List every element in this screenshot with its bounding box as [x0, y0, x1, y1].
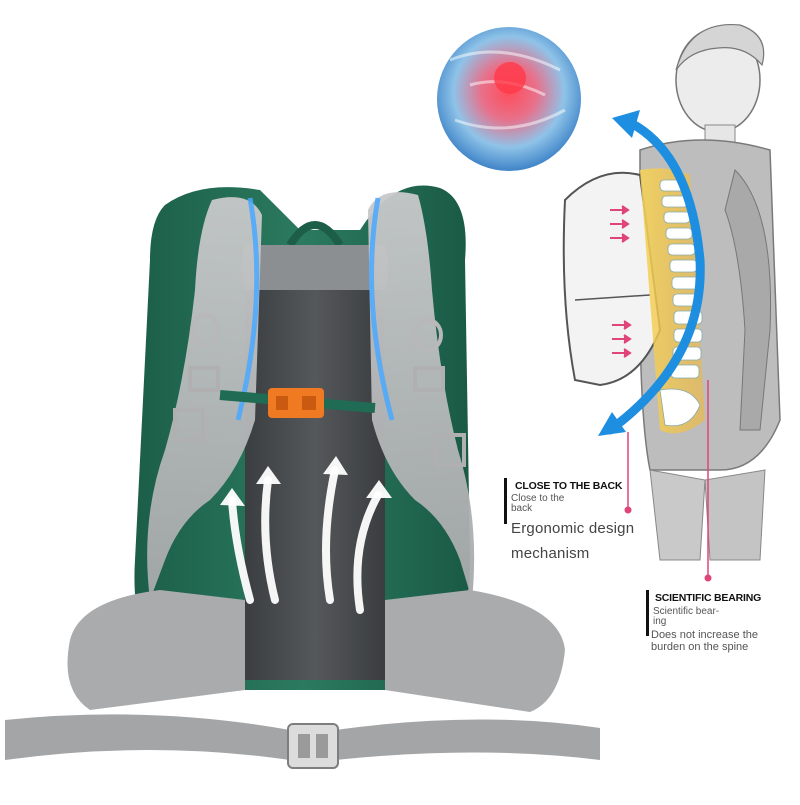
callout-description-line1: Does not increase the: [651, 629, 759, 641]
callout-subtext-line2: back: [511, 503, 533, 514]
callout-scientific-bearing: SCIENTIFIC BEARING Scientific bear- ing …: [646, 590, 796, 660]
callout-bar: [504, 478, 507, 524]
sternum-buckle-icon: [268, 388, 324, 418]
callout-bar: [646, 590, 649, 636]
callout-description-line1: Ergonomic design: [511, 520, 635, 537]
callout-heading: CLOSE TO THE BACK: [515, 480, 623, 492]
ventilation-arrows-icon: [228, 466, 382, 614]
callout-description-line2: mechanism: [511, 545, 590, 562]
callout-description-line2: burden on the spine: [651, 641, 749, 653]
callout-subtext-line1: Scientific bear-: [653, 606, 720, 617]
callout-subtext-line1: Close to the: [511, 493, 565, 504]
callout-heading: SCIENTIFIC BEARING: [655, 592, 762, 604]
person-illustration: [562, 23, 781, 582]
backpack-image: [5, 185, 600, 769]
shoulder-xray-icon: [437, 27, 581, 171]
hip-buckle-icon: [287, 723, 339, 769]
callout-subtext-line2: ing: [653, 616, 667, 627]
callout-close-to-back: CLOSE TO THE BACK Close to the back Ergo…: [504, 478, 684, 568]
curved-arrow-icon: [605, 115, 705, 435]
airflow-arrows-icon: [610, 205, 632, 358]
